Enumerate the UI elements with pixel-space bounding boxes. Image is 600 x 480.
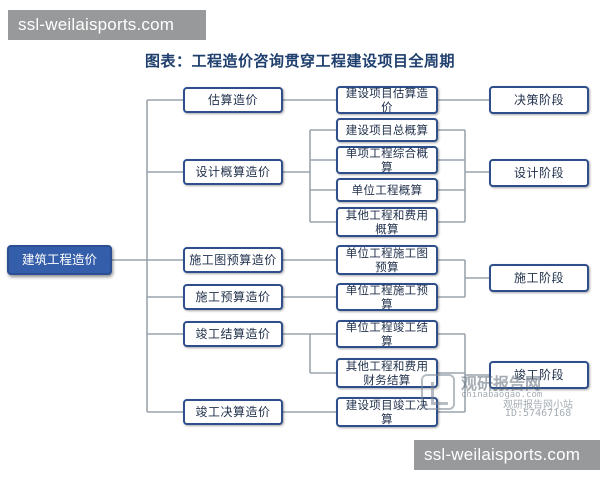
detail-node-construction-budget: 单位工程施工预算 xyxy=(336,283,438,311)
detail-node-other-budget: 其他工程和费用概算 xyxy=(336,207,438,237)
cost-node-design-budget: 设计概算造价 xyxy=(183,159,283,185)
stage-completion: 竣工阶段 xyxy=(489,361,589,389)
detail-node-total-budget: 建设项目总概算 xyxy=(336,118,438,142)
stage-decision: 决策阶段 xyxy=(489,86,589,114)
watermark-bottom: ssl-weilaisports.com xyxy=(414,440,600,470)
detail-node-unit-settlement: 单位工程竣工结算 xyxy=(336,320,438,348)
cost-node-construction-budget: 施工预算造价 xyxy=(183,284,283,310)
detail-node-drawing-budget: 单位工程施工图预算 xyxy=(336,245,438,275)
cost-node-final-accounts: 竣工决算造价 xyxy=(183,399,283,425)
cost-node-settlement: 竣工结算造价 xyxy=(183,321,283,347)
chart-title: 图表：工程造价咨询贯穿工程建设项目全周期 xyxy=(144,52,455,70)
detail-node-final-accounts: 建设项目竣工决算 xyxy=(336,397,438,427)
detail-node-project-estimate: 建设项目估算造价 xyxy=(336,86,438,114)
detail-node-other-settlement: 其他工程和费用财务结算 xyxy=(336,358,438,388)
detail-node-unit-budget: 单位工程概算 xyxy=(336,178,438,202)
root-node: 建筑工程造价 xyxy=(7,245,112,275)
stage-construction: 施工阶段 xyxy=(489,264,589,292)
cost-node-drawing-budget: 施工图预算造价 xyxy=(183,247,283,273)
stage-design: 设计阶段 xyxy=(489,159,589,187)
watermark-top: ssl-weilaisports.com xyxy=(8,10,206,40)
detail-node-item-budget: 单项工程综合概算 xyxy=(336,146,438,174)
cost-node-estimate: 估算造价 xyxy=(183,87,283,113)
